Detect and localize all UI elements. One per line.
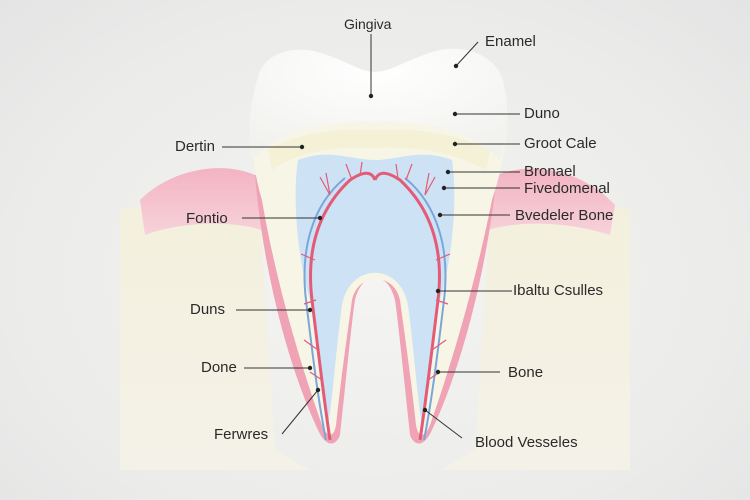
label-bvedeler-bone: Bvedeler Bone [515,207,614,224]
pulp-chamber [295,154,455,425]
label-blood-vesseles: Blood Vesseles [475,434,578,451]
nerve-right [404,177,447,441]
dentin-band [268,129,490,170]
label-bronael: Bronael [524,163,576,180]
gingiva-left [140,168,262,235]
enamel-crown [249,48,507,160]
leader-dots [299,63,459,413]
label-fontio: Fontio [186,210,228,227]
label-groot-cale: Groot Cale [524,135,597,152]
vessel-left [309,171,377,441]
gingiva-right [488,168,615,235]
label-gingiva: Gingiva [344,16,392,32]
label-enamel: Enamel [485,33,536,50]
label-dertin: Dertin [175,138,216,155]
label-bone: Bone [508,364,544,381]
label-duns: Duns [190,301,226,318]
label-done: Done [201,359,237,376]
vessel-right [373,171,441,441]
leader-lines [222,34,520,439]
alveolar-bone [120,204,630,471]
label-ibaltu-csulles: Ibaltu Csulles [513,282,604,299]
label-fivedomenal: Fivedomenal [524,180,610,197]
label-duno: Duno [524,105,560,122]
label-ferwres: Ferwres [214,426,269,443]
nerve-left [303,177,346,441]
